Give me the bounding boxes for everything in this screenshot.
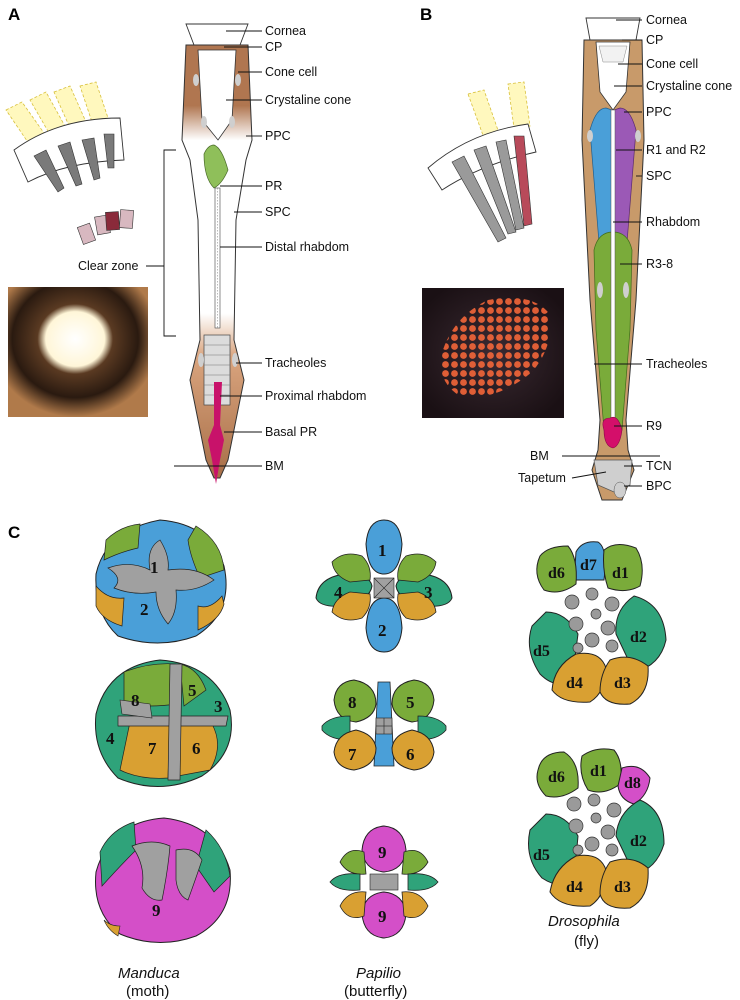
label-b-bm: BM <box>530 449 549 463</box>
drosophila-1-label-d4: d4 <box>566 675 583 692</box>
papilio-section-1 <box>315 519 453 653</box>
label-b-r1-and-r2: R1 and R2 <box>646 143 706 157</box>
manduca-section-3 <box>95 817 231 944</box>
drosophila-1-label-d2: d2 <box>630 629 647 646</box>
papilio-1-label-2: 2 <box>378 621 387 640</box>
label-a-pr: PR <box>265 179 282 193</box>
drosophila-2-label-d1: d1 <box>590 763 607 780</box>
panel-b-leaders <box>562 19 660 487</box>
manduca-2-label-4: 4 <box>106 729 115 748</box>
drosophila-section-1-rhabdomeres <box>564 587 620 654</box>
panel-letter-a: A <box>8 5 20 24</box>
label-a-proximal-rhabdom: Proximal rhabdom <box>265 389 366 403</box>
label-b-r9: R9 <box>646 419 662 433</box>
papilio-1-label-3: 3 <box>424 583 433 602</box>
papilio-3-label-9-top: 9 <box>378 843 387 862</box>
papilio-section-3 <box>329 825 439 939</box>
drosophila-2-label-d6: d6 <box>548 769 565 786</box>
drosophila-1-label-d1: d1 <box>612 565 629 582</box>
label-b-spc: SPC <box>646 169 672 183</box>
manduca-1-label-2: 2 <box>140 600 149 619</box>
label-b-r3-8: R3-8 <box>646 257 673 271</box>
drosophila-2-label-d3: d3 <box>614 879 631 896</box>
panel-a-leaders <box>146 30 262 467</box>
papilio-3-label-9-bottom: 9 <box>378 907 387 926</box>
label-b-tcn: TCN <box>646 459 672 473</box>
manduca-2-label-6: 6 <box>192 739 201 758</box>
drosophila-2-label-d4: d4 <box>566 879 583 896</box>
caption-drosophila-name: Drosophila <box>548 913 620 930</box>
label-b-tapetum: Tapetum <box>518 471 566 485</box>
papilio-1-label-4: 4 <box>334 583 343 602</box>
manduca-1-label-1: 1 <box>150 558 159 577</box>
manduca-2-label-7: 7 <box>148 739 157 758</box>
caption-papilio-common: (butterfly) <box>344 983 407 1000</box>
drosophila-1-label-d7: d7 <box>580 557 597 574</box>
panel-a-photo <box>8 287 148 417</box>
label-b-tracheoles: Tracheoles <box>646 357 707 371</box>
label-b-bpc: BPC <box>646 479 672 493</box>
caption-drosophila-common: (fly) <box>574 933 599 950</box>
panel-b-ommatidium <box>581 17 645 501</box>
papilio-2-label-7: 7 <box>348 745 357 764</box>
papilio-1-label-1: 1 <box>378 541 387 560</box>
label-a-cp: CP <box>265 40 282 54</box>
manduca-2-label-8: 8 <box>131 691 140 710</box>
label-a-cornea: Cornea <box>265 24 306 38</box>
drosophila-section-1 <box>528 541 667 705</box>
caption-papilio-name: Papilio <box>356 965 401 982</box>
drosophila-1-label-d6: d6 <box>548 565 565 582</box>
label-b-rhabdom: Rhabdom <box>646 215 700 229</box>
papilio-2-label-5: 5 <box>406 693 415 712</box>
manduca-section-1 <box>95 519 227 644</box>
label-b-ppc: PPC <box>646 105 672 119</box>
panel-a-optics-inset <box>5 81 134 245</box>
label-a-ppc: PPC <box>265 129 291 143</box>
manduca-2-label-5: 5 <box>188 681 197 700</box>
label-a-cone-cell: Cone cell <box>265 65 317 79</box>
panel-b-photo-rhabdoms <box>440 297 550 397</box>
label-a-tracheoles: Tracheoles <box>265 356 326 370</box>
panel-a-ommatidium <box>181 23 253 484</box>
label-b-crystaline-cone: Crystaline cone <box>646 79 732 93</box>
papilio-2-label-8: 8 <box>348 693 357 712</box>
label-a-bm: BM <box>265 459 284 473</box>
caption-manduca-common: (moth) <box>126 983 169 1000</box>
papilio-2-label-6: 6 <box>406 745 415 764</box>
manduca-2-label-3: 3 <box>214 697 223 716</box>
label-b-cp: CP <box>646 33 663 47</box>
drosophila-1-label-d3: d3 <box>614 675 631 692</box>
panel-letter-c: C <box>8 523 20 542</box>
drosophila-1-label-d5: d5 <box>533 643 550 660</box>
panel-b-labels: Cornea CP Cone cell Crystaline cone PPC … <box>518 13 732 493</box>
label-a-clear-zone: Clear zone <box>78 259 138 273</box>
drosophila-2-label-d8: d8 <box>624 775 641 792</box>
papilio-section-2 <box>321 679 447 771</box>
panel-a-labels: Cornea CP Cone cell Crystaline cone PPC … <box>78 24 366 473</box>
drosophila-2-label-d2: d2 <box>630 833 647 850</box>
label-a-distal-rhabdom: Distal rhabdom <box>265 240 349 254</box>
manduca-3-label-9: 9 <box>152 901 161 920</box>
drosophila-section-2 <box>528 748 665 909</box>
label-a-spc: SPC <box>265 205 291 219</box>
drosophila-2-label-d5: d5 <box>533 847 550 864</box>
panel-letter-b: B <box>420 5 432 24</box>
caption-manduca-name: Manduca <box>118 965 180 982</box>
panel-b-optics-inset <box>427 81 537 243</box>
label-b-cone-cell: Cone cell <box>646 57 698 71</box>
drosophila-section-2-rhabdomeres <box>566 793 622 857</box>
label-a-basal-pr: Basal PR <box>265 425 317 439</box>
manduca-section-2 <box>94 659 232 787</box>
label-a-crystaline-cone: Crystaline cone <box>265 93 351 107</box>
label-b-cornea: Cornea <box>646 13 687 27</box>
